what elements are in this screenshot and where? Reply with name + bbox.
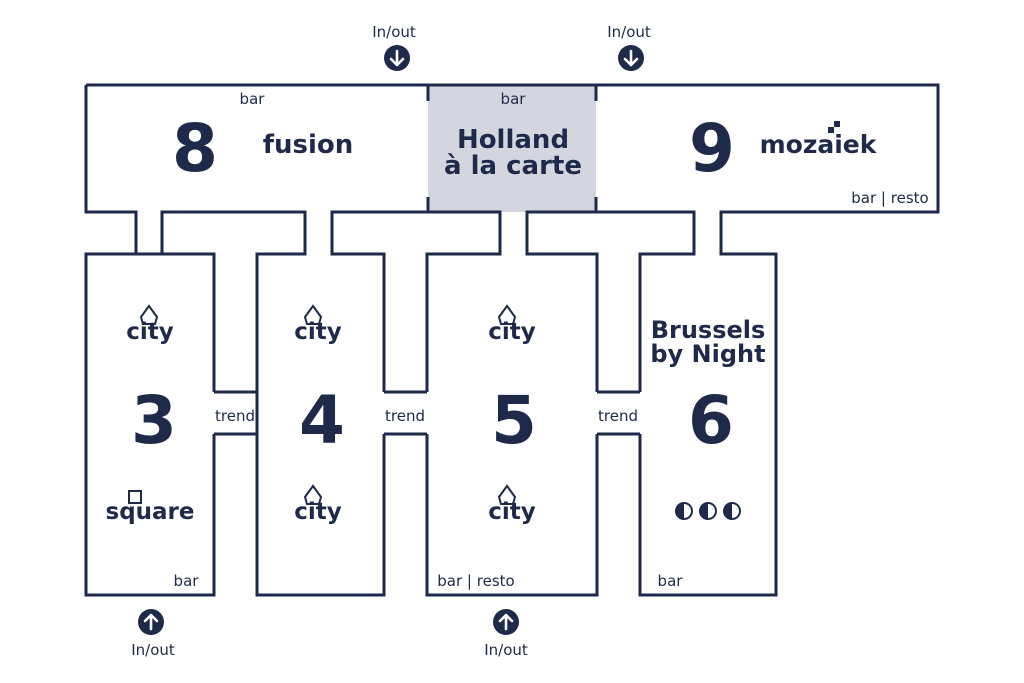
hall-note: bar [658,572,684,590]
square-logo: square [106,499,195,525]
entrance-top-right[interactable]: In/out [607,23,651,71]
entrance-bottom-left[interactable]: In/out [131,609,175,659]
holland-hall-highlight [428,85,596,212]
hall-6[interactable]: Brussels by Night 6 bar [650,316,765,590]
top-halls-outline [84,83,940,253]
connector-3-4-label: trend [215,407,255,425]
mozaiek-logo: mozaiek [760,130,878,159]
connector-4-5-label: trend [385,407,425,425]
hall-5-outline [425,252,599,597]
hall-4[interactable]: city 4 city [294,304,345,525]
city-logo: city [488,319,536,345]
holland-logo-line2: à la carte [444,151,582,181]
hall-number: 4 [299,382,345,459]
entrance-label: In/out [372,23,416,41]
hall-note: bar [174,572,200,590]
entrance-label: In/out [607,23,651,41]
hall-8[interactable]: bar 8 fusion [172,90,353,187]
hall-number: 8 [172,110,218,187]
hall-9[interactable]: 9 mozaiek bar | resto [689,110,929,207]
connector-3-4-walls [214,390,257,436]
city-logo: city [294,499,342,525]
hall-number: 5 [491,382,537,459]
fusion-logo: fusion [263,130,354,160]
square-box-icon [128,490,142,504]
city-logo: city [126,319,174,345]
mozaiek-checker-icon [828,121,840,133]
entrance-label: In/out [484,641,528,659]
hall-number: 6 [688,382,734,459]
city-logo: city [488,499,536,525]
hall-5[interactable]: city 5 city bar | resto [437,304,537,590]
city-logo: city [294,319,342,345]
city-house-icon [497,304,517,325]
holland-logo-line1: Holland [457,125,569,155]
hall-number: 9 [689,110,735,187]
hall-3[interactable]: city 3 square bar [106,304,200,590]
arrow-down-icon [618,45,644,71]
hall-note: bar | resto [437,572,514,590]
brussels-logo-line2: by Night [650,340,765,368]
hall-note: bar | resto [851,189,928,207]
connector-4-5-walls [384,390,427,436]
entrance-top-left[interactable]: In/out [372,23,416,71]
hall-number: 3 [131,382,177,459]
three-half-circles-icon [675,502,741,520]
entrance-label: In/out [131,641,175,659]
city-house-icon [303,484,323,505]
entrance-bottom-center[interactable]: In/out [484,609,528,659]
holland-hall-dividers [426,85,598,212]
brussels-logo-line1: Brussels [651,316,766,344]
connector-5-6-walls [597,390,640,436]
arrow-up-icon [138,609,164,635]
city-house-icon [303,304,323,325]
arrow-down-icon [384,45,410,71]
hall-4-outline [160,252,386,597]
hall-note: bar [240,90,266,108]
arrow-up-icon [493,609,519,635]
city-house-icon [497,484,517,505]
hall-6-outline [638,252,778,597]
city-house-icon [139,304,159,325]
hall-note: bar [501,90,527,108]
connector-5-6-label: trend [598,407,638,425]
hall-holland[interactable]: bar Holland à la carte [444,90,582,181]
